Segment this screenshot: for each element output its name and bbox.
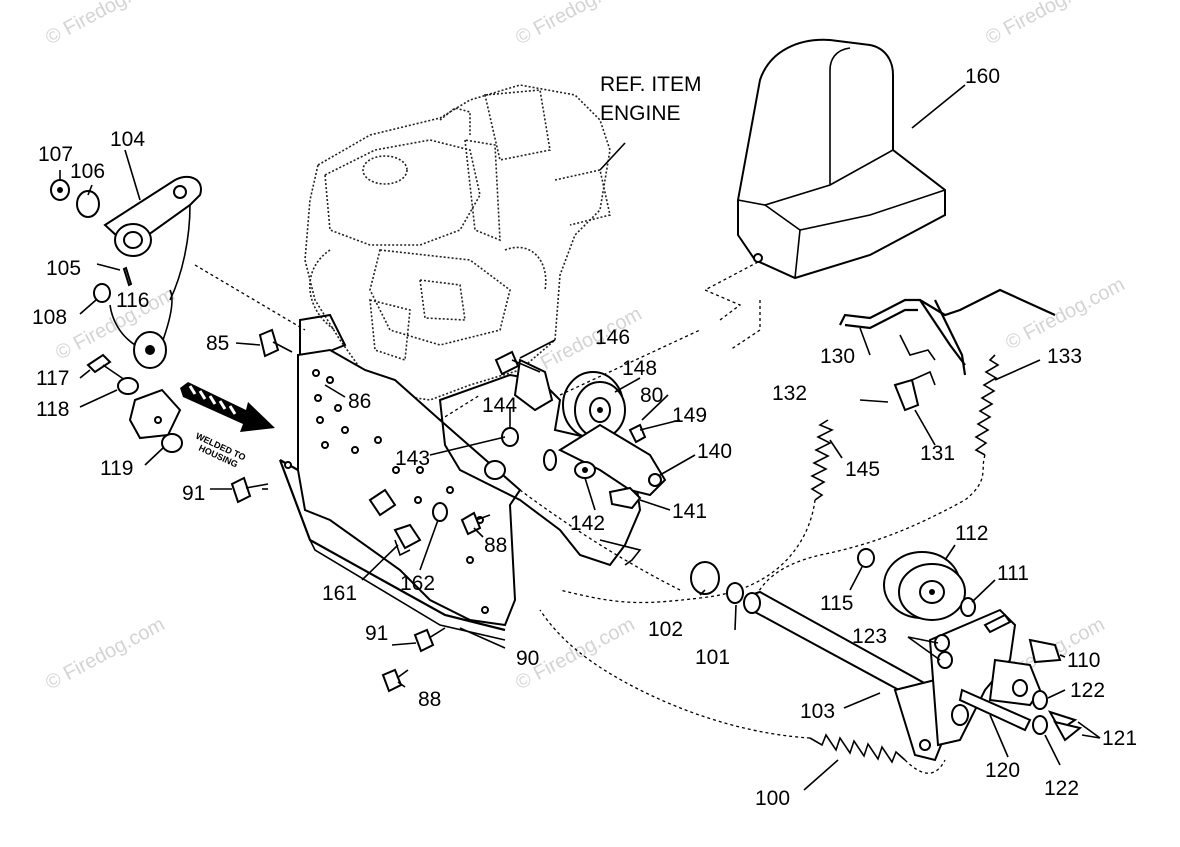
callout-105: 105: [46, 257, 81, 280]
callout-labels: 107 106 104 105 108 116 117 118 119 85 8…: [32, 65, 1137, 810]
callout-115: 115: [820, 592, 853, 615]
callout-161: 161: [322, 582, 357, 605]
callout-103: 103: [800, 700, 835, 723]
callout-102: 102: [648, 618, 683, 641]
belt-cover-160: [737, 38, 946, 280]
callout-85: 85: [206, 332, 229, 355]
callout-91-lower: 91: [365, 622, 388, 645]
clutch-lever-130: [839, 288, 1056, 376]
callout-101: 101: [695, 646, 730, 669]
bolt-161: [393, 523, 422, 557]
washer-162: [432, 502, 448, 522]
callout-120: 120: [985, 759, 1020, 782]
bolt-91-upper: [230, 476, 269, 504]
callout-107: 107: [38, 143, 73, 166]
callout-132: 132: [772, 382, 807, 405]
latch-plate-120: [958, 658, 1042, 732]
idler-bracket-plate: [438, 358, 642, 567]
leader-lines: [210, 327, 1101, 791]
shaft-103: [743, 590, 957, 717]
watermark: © Firedog.com: [1002, 273, 1128, 354]
callout-91-upper: 91: [182, 482, 205, 505]
callout-88-lower: 88: [418, 688, 441, 711]
callout-110: 110: [1067, 649, 1100, 672]
engine-reference-outline: [304, 84, 611, 401]
callout-160: 160: [965, 65, 1000, 88]
direction-arrow: [180, 382, 275, 432]
spring-133: [974, 354, 1000, 456]
watermark: © Firedog.com: [512, 0, 638, 49]
callout-111: 111: [997, 562, 1029, 585]
callout-122-upper: 122: [1070, 679, 1105, 702]
latch-131: [893, 370, 936, 412]
bolt-110: [1028, 638, 1062, 664]
ref-item-engine-label: ENGINE: [600, 102, 681, 125]
callout-104: 104: [110, 128, 145, 151]
callout-121: 121: [1102, 727, 1137, 750]
watermark: © Firedog.com: [42, 613, 168, 694]
callout-122-lower: 122: [1044, 777, 1079, 800]
callout-142: 142: [570, 512, 605, 535]
bolt-91-lower: [413, 627, 446, 653]
callout-131: 131: [920, 442, 955, 465]
drive-pulley-112: [883, 551, 966, 621]
spring-145: [810, 419, 834, 501]
callout-108: 108: [32, 306, 67, 329]
callout-80: 80: [640, 384, 663, 407]
callout-146: 146: [595, 326, 630, 349]
callout-162: 162: [400, 572, 435, 595]
adjustment-hardware: [86, 353, 183, 453]
callout-119: 119: [100, 457, 133, 480]
callout-143: 143: [395, 447, 430, 470]
pivot-bracket-104: [50, 175, 202, 369]
watermark: © Firedog.com: [42, 0, 168, 49]
callout-118: 118: [36, 398, 69, 421]
callout-116: 116: [116, 289, 149, 312]
engine-mounting-plate: [278, 313, 522, 641]
callout-145: 145: [845, 458, 880, 481]
spring-100: [809, 733, 906, 764]
callout-88-upper: 88: [484, 534, 507, 557]
callout-149: 149: [672, 404, 707, 427]
lever-arm-103: [893, 678, 947, 762]
callout-112: 112: [955, 522, 988, 545]
callout-141: 141: [672, 500, 707, 523]
callout-140: 140: [697, 440, 732, 463]
callout-86: 86: [348, 390, 371, 413]
callout-133: 133: [1047, 345, 1082, 368]
bolt-85: [258, 328, 293, 358]
callout-100: 100: [755, 787, 790, 810]
callout-123: 123: [852, 625, 887, 648]
callout-90: 90: [516, 647, 539, 670]
callout-117: 117: [36, 367, 69, 390]
idler-arm-140: [557, 423, 667, 497]
callout-144: 144: [482, 394, 517, 417]
engine-leader: [599, 142, 626, 171]
ref-item-label: REF. ITEM: [600, 73, 702, 96]
callout-148: 148: [622, 357, 657, 380]
bolt-88-lower: [381, 668, 409, 693]
callout-130: 130: [820, 345, 855, 368]
watermark: © Firedog.com: [982, 0, 1108, 49]
idler-pulley-148: [562, 371, 626, 439]
callout-106: 106: [70, 160, 105, 183]
